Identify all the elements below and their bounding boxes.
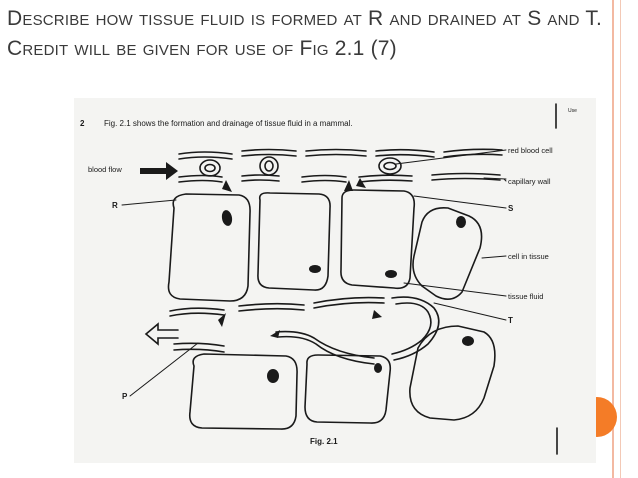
label-S: S [508, 204, 514, 213]
label-tissue-fluid: tissue fluid [508, 292, 543, 301]
blood-flow-arrow [140, 162, 178, 180]
label-pointer-lines [121, 149, 507, 397]
label-P: P [122, 392, 128, 401]
red-blood-cells [199, 156, 402, 177]
lymph-vessel-walls [169, 296, 440, 365]
corner-mark: Use [568, 108, 577, 114]
label-R: R [112, 201, 118, 210]
nuclei-and-arrows [140, 162, 474, 383]
capillary-wall-upper [178, 148, 503, 160]
capillary-wall-lower [178, 172, 501, 183]
figure-scan: 2 Fig. 2.1 shows the formation and drain… [74, 98, 596, 463]
figure-caption: Fig. 2.1 [310, 437, 338, 446]
label-blood-flow: blood flow [88, 165, 122, 174]
drainage-arrow-left [144, 322, 179, 346]
tissue-fluid-diagram: 2 Fig. 2.1 shows the formation and drain… [80, 103, 577, 455]
tissue-cells-upper [167, 189, 483, 302]
slide-title: Describe how tissue fluid is formed at R… [7, 7, 603, 60]
label-capillary-wall: capillary wall [508, 177, 551, 186]
label-cell-in-tissue: cell in tissue [508, 252, 549, 261]
label-red-blood-cell: red blood cell [508, 146, 553, 155]
slide-right-rule [612, 0, 614, 478]
tissue-cells-lower [188, 325, 496, 430]
label-T: T [508, 316, 513, 325]
question-number: 2 [80, 119, 85, 128]
slide-right-rule-thin [620, 0, 621, 478]
figure-intro: Fig. 2.1 shows the formation and drainag… [104, 119, 353, 128]
